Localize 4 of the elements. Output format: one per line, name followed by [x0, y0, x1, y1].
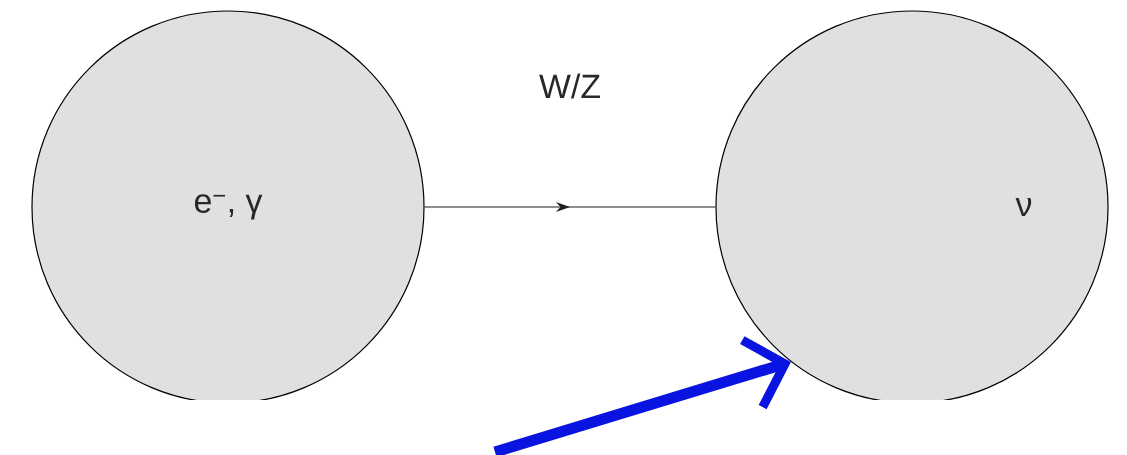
hand-drawn-arrow [493, 336, 791, 455]
circle-node: ν [715, 10, 1109, 400]
edge-label: W/Z [537, 71, 604, 101]
circle-node: e$^{−}$, γ [31, 10, 425, 400]
